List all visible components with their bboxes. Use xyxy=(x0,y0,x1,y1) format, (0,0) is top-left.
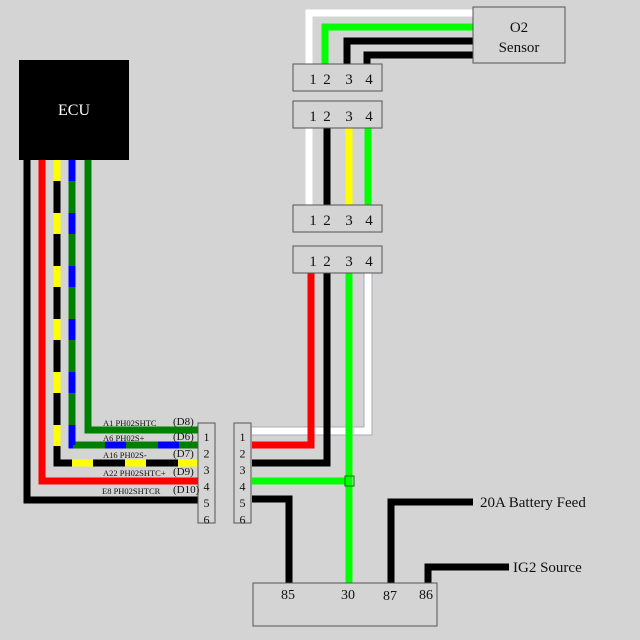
junction-marker xyxy=(344,475,355,487)
four-pin-connector-pin-label: 4 xyxy=(365,254,373,270)
ecu-wire-code: (D10) xyxy=(173,484,200,496)
ecu-wire-label: A16 PH02S- xyxy=(103,450,147,460)
wire-white-to-pin1 xyxy=(252,273,372,435)
o2-sensor-box xyxy=(472,6,566,64)
ecu-wire-labels: A1 PH02SHTC (D8) A6 PH02S+ (D6) A16 PH02S- (D… xyxy=(102,416,200,496)
four-pin-connector-pin-label: 4 xyxy=(365,109,373,125)
four-pin-connector-pin-label: 1 xyxy=(309,213,317,229)
ecu-wire-code: (D8) xyxy=(173,416,194,428)
wire-ecu-red-a22 xyxy=(38,160,198,485)
relay-pin-85: 85 xyxy=(281,588,295,603)
relay-pin-86: 86 xyxy=(419,588,433,603)
ecu-wire-label: A22 PH02SHTC+ xyxy=(103,468,166,478)
four-pin-connector-pin-label: 1 xyxy=(309,72,317,88)
wire-o2-black-4 xyxy=(363,51,473,64)
six-pin-left-pin-label: 1 xyxy=(204,430,210,444)
ecu-wire-label: A1 PH02SHTC xyxy=(103,418,157,428)
relay-pin-87: 87 xyxy=(383,589,397,604)
six-pin-right-pin-label: 2 xyxy=(240,447,246,461)
four-pin-connector-pin-label: 3 xyxy=(345,254,353,270)
four-pin-connector-box xyxy=(292,245,383,274)
four-pin-connector-pin-label: 2 xyxy=(323,254,331,270)
wire-ecu-yellow-black-a16 xyxy=(53,160,198,467)
wire-o2-green xyxy=(321,23,473,64)
six-pin-left-pin-label: 2 xyxy=(204,447,210,461)
battery-feed-label: 20A Battery Feed xyxy=(480,495,586,511)
o2-sensor-label-line2: Sensor xyxy=(499,40,540,56)
four-pin-connector-pin-label: 3 xyxy=(345,213,353,229)
six-pin-right-pin-label: 1 xyxy=(240,430,246,444)
four-pin-connector-box xyxy=(292,100,383,129)
four-pin-connector-pin-label: 1 xyxy=(309,254,317,270)
wire-o2-white xyxy=(305,9,473,64)
relay-box xyxy=(252,582,438,627)
relay-pin-30: 30 xyxy=(341,588,355,603)
wire-ecu-green-a1 xyxy=(84,160,198,434)
six-pin-connectors: 1 2 3 4 5 6 1 2 3 4 5 6 xyxy=(197,422,252,527)
six-pin-left-pin-label: 6 xyxy=(204,513,210,527)
four-pin-connector-pin-label: 2 xyxy=(323,213,331,229)
wires xyxy=(23,9,509,583)
wire-black-pin5-to-relay85 xyxy=(252,495,293,583)
four-pin-connector-pin-label: 2 xyxy=(323,72,331,88)
ecu-box xyxy=(19,60,129,160)
four-pin-connector-box xyxy=(292,63,383,92)
ecu-wire-label: A6 PH02S+ xyxy=(103,433,145,443)
four-pin-connector-pin-label: 4 xyxy=(365,72,373,88)
six-pin-left-box xyxy=(197,422,216,524)
six-pin-left-pin-label: 4 xyxy=(204,480,210,494)
wire-black-to-pin3 xyxy=(252,273,331,467)
six-pin-right-pin-label: 4 xyxy=(240,480,246,494)
six-pin-left-pin-label: 3 xyxy=(204,463,210,477)
ig2-source-label: IG2 Source xyxy=(513,560,582,576)
o2-sensor-label-line1: O2 xyxy=(510,20,528,36)
four-pin-connector-pin-label: 3 xyxy=(345,72,353,88)
ecu-wire-label: E8 PH02SHTCR xyxy=(102,486,161,496)
four-pin-connector-pin-label: 3 xyxy=(345,109,353,125)
wire-ecu-blue-green-a6-stripe xyxy=(68,160,198,449)
six-pin-right-box xyxy=(233,422,252,524)
four-pin-connector-pin-label: 1 xyxy=(309,109,317,125)
four-pin-connector-pin-label: 4 xyxy=(365,213,373,229)
wire-red-to-pin2 xyxy=(252,273,315,449)
wire-ecu-black-e8 xyxy=(23,160,198,504)
four-pin-connector-pin-label: 2 xyxy=(323,109,331,125)
wire-relay87-battery xyxy=(387,498,473,583)
six-pin-right-pin-label: 5 xyxy=(240,496,246,510)
six-pin-left-pin-label: 5 xyxy=(204,496,210,510)
ecu-label: ECU xyxy=(58,102,90,119)
ecu-wire-code: (D9) xyxy=(173,466,194,478)
wire-o2-black-3 xyxy=(343,37,473,64)
ecu-wire-code: (D6) xyxy=(173,431,194,443)
wire-relay86-ig2 xyxy=(424,563,509,583)
four-pin-connector-box xyxy=(292,204,383,233)
six-pin-right-pin-label: 3 xyxy=(240,463,246,477)
six-pin-right-pin-label: 6 xyxy=(240,513,246,527)
ecu-wire-code: (D7) xyxy=(173,448,194,460)
